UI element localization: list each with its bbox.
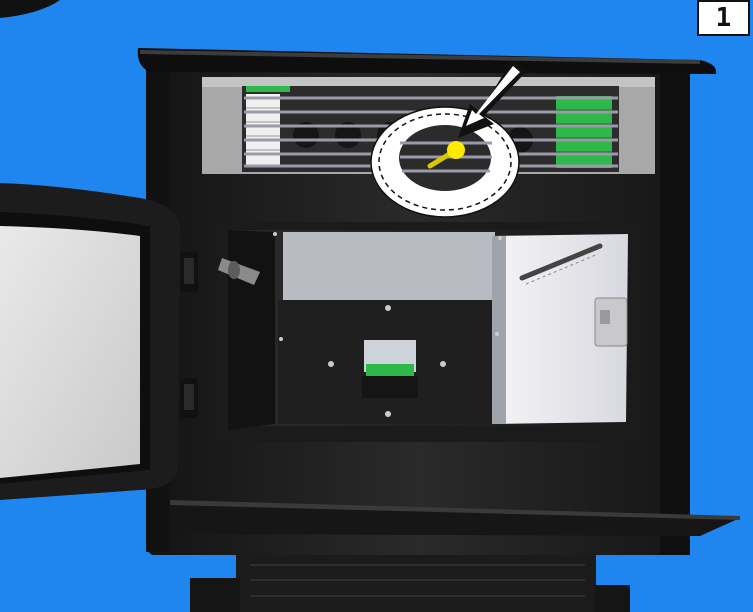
damper-lever-knob[interactable] — [447, 141, 465, 159]
stove-door[interactable] — [0, 183, 198, 500]
firebox — [218, 222, 638, 442]
corner-shadow — [0, 0, 60, 18]
step-number-badge: 1 — [697, 0, 750, 36]
burn-pot — [362, 340, 418, 398]
right-indicator-strip — [556, 96, 612, 168]
target-ring-icon — [371, 107, 519, 217]
